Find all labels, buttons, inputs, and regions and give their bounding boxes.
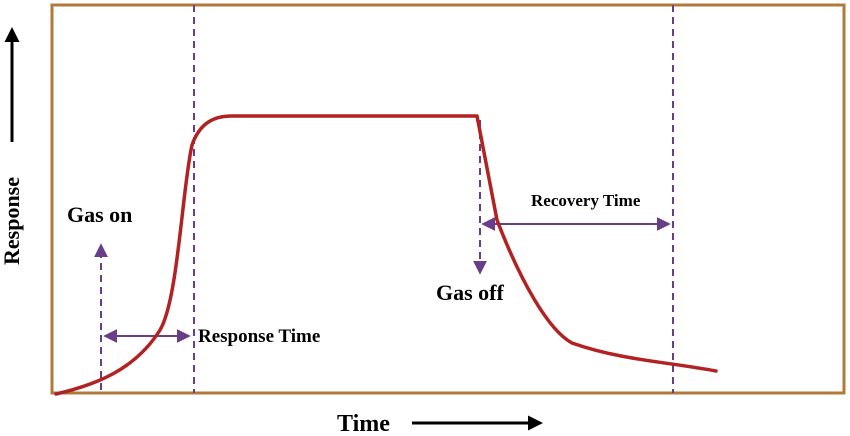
response-time-label: Response Time [198, 326, 320, 347]
plot-frame [50, 3, 846, 395]
x-axis-label: Time [337, 411, 390, 436]
gas-on-label: Gas on [67, 202, 132, 227]
response-curve [54, 114, 718, 396]
y-axis-label: Response [0, 177, 24, 265]
gas-off-label: Gas off [436, 280, 505, 305]
recovery-time-label: Recovery Time [531, 191, 641, 210]
